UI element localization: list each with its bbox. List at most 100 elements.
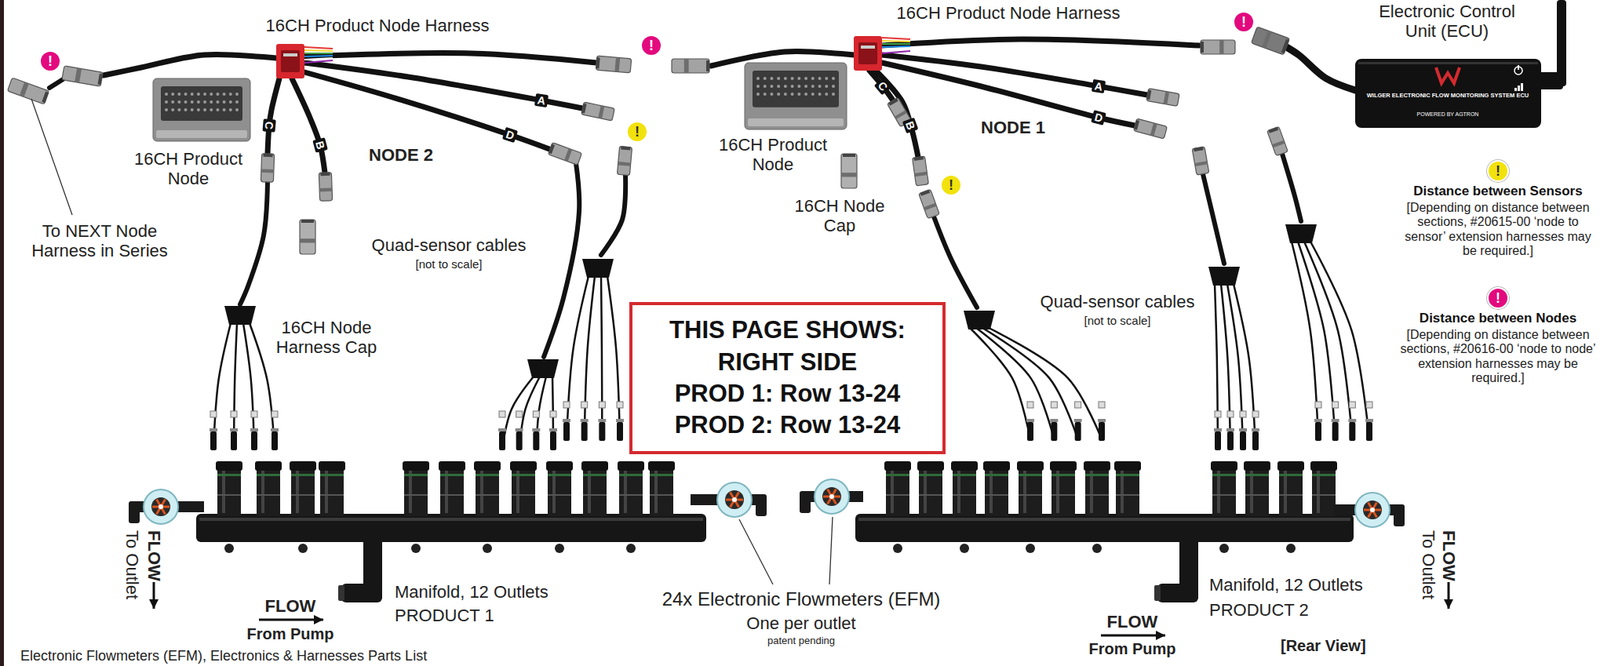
outlet-body bbox=[952, 467, 977, 517]
note-text: [not to scale] bbox=[1083, 313, 1151, 328]
plug-body bbox=[1200, 40, 1236, 55]
socket-pin bbox=[171, 92, 175, 96]
colored-strand bbox=[304, 50, 333, 52]
sensor-tip bbox=[499, 431, 506, 451]
sensor-tip bbox=[1098, 422, 1105, 442]
socket-pin bbox=[235, 100, 239, 104]
outlet-body bbox=[291, 467, 315, 517]
plug-end bbox=[914, 156, 924, 161]
cable-splitter bbox=[527, 359, 559, 379]
socket-pin bbox=[776, 92, 780, 96]
sensor-wire bbox=[1233, 284, 1256, 449]
part-label: 16CH Product Node bbox=[125, 149, 252, 190]
harness-wire bbox=[933, 216, 977, 308]
outlet-highlight bbox=[1056, 470, 1060, 514]
socket-pin bbox=[797, 76, 801, 81]
sensor-wire bbox=[1214, 284, 1218, 449]
wire-band bbox=[1348, 401, 1356, 409]
sensor-wire bbox=[1220, 284, 1231, 449]
outlet-highlight bbox=[444, 470, 449, 514]
sensor-wire bbox=[1227, 284, 1243, 449]
tip-ring bbox=[580, 419, 589, 423]
plug-body bbox=[299, 219, 316, 255]
flowmeter-body bbox=[143, 489, 179, 525]
tip-ring bbox=[229, 428, 238, 432]
cable-splitter bbox=[1285, 224, 1317, 244]
plug-body bbox=[841, 153, 857, 189]
outlet-ring bbox=[440, 494, 464, 496]
socket-pin bbox=[177, 92, 181, 96]
plug-end bbox=[1200, 41, 1204, 53]
outlet-ring bbox=[1085, 494, 1109, 496]
channel-letter: A bbox=[1091, 79, 1106, 94]
outlet-highlight bbox=[1250, 470, 1254, 514]
box-text: PROD 1: Row 13-24 bbox=[674, 378, 901, 410]
outlet-cap bbox=[438, 461, 466, 471]
flow-label: To Outlet bbox=[1418, 530, 1438, 600]
plug-body bbox=[7, 77, 49, 105]
colored-strand bbox=[882, 43, 911, 45]
connector-latch bbox=[860, 45, 875, 49]
sensor-tip bbox=[563, 422, 570, 442]
outlet-cap bbox=[1210, 461, 1238, 471]
outlet-ring bbox=[217, 494, 241, 496]
cable-splitter bbox=[224, 306, 256, 325]
socket-pin bbox=[783, 92, 788, 96]
leader-line bbox=[739, 519, 773, 585]
outlet-ring bbox=[1115, 494, 1140, 496]
socket-pin bbox=[203, 92, 207, 96]
outlet-ring bbox=[885, 494, 910, 496]
socket-pin bbox=[235, 108, 239, 112]
sensor-tip bbox=[1050, 422, 1057, 442]
sensor-tip bbox=[616, 422, 624, 442]
plug-end bbox=[1193, 146, 1204, 152]
outlet-ring bbox=[511, 494, 536, 496]
socket-pin bbox=[222, 92, 226, 96]
outlet-cap bbox=[951, 461, 978, 471]
plug-body bbox=[918, 189, 941, 219]
leader-line bbox=[31, 98, 73, 216]
socket-pin bbox=[776, 76, 780, 81]
colored-strand bbox=[882, 37, 911, 40]
outlet-ring bbox=[1051, 494, 1076, 496]
outlet-highlight bbox=[552, 470, 556, 514]
socket-pin bbox=[222, 108, 226, 112]
connector-plug bbox=[1133, 118, 1168, 139]
tip-ring bbox=[1365, 419, 1374, 423]
plug-band bbox=[1271, 140, 1285, 148]
flowmeter-core bbox=[725, 490, 744, 510]
connector-plug bbox=[595, 55, 631, 73]
channel-letter: A bbox=[534, 93, 549, 108]
outlet-cap bbox=[510, 461, 537, 471]
connector-plug bbox=[547, 142, 582, 166]
plug-body bbox=[912, 156, 930, 186]
part-label: 16CH Product Node bbox=[710, 134, 836, 175]
socket-pin bbox=[215, 92, 219, 96]
outlet-ring bbox=[1312, 494, 1336, 496]
impeller-hub bbox=[158, 504, 164, 510]
outlet-highlight bbox=[587, 470, 591, 514]
outlet-ring bbox=[404, 494, 428, 496]
colored-strand bbox=[304, 58, 333, 60]
sensor-wire bbox=[982, 328, 1079, 440]
red-connector-face bbox=[280, 50, 300, 73]
plug-band bbox=[684, 58, 689, 73]
socket-pin bbox=[790, 92, 795, 96]
manifold-boss bbox=[224, 543, 234, 554]
plug-body bbox=[1146, 88, 1180, 107]
outlet-body bbox=[918, 467, 943, 517]
harness-wire bbox=[882, 39, 1200, 46]
socket-pin bbox=[190, 92, 194, 96]
red-connector bbox=[276, 43, 305, 79]
flow-label: FLOW bbox=[144, 530, 164, 582]
outlet-body bbox=[1115, 467, 1140, 517]
outlet-highlight bbox=[1217, 470, 1221, 514]
wire-band bbox=[271, 411, 278, 418]
connector-plug bbox=[1191, 146, 1210, 175]
part-label: 24x Electronic Flowmeters (EFM) bbox=[662, 588, 941, 611]
connector-plug bbox=[1267, 126, 1289, 156]
sensor-tip bbox=[1348, 422, 1356, 442]
outlet-body bbox=[440, 467, 464, 517]
socket-pin bbox=[804, 92, 808, 96]
outlet-ring bbox=[918, 473, 943, 477]
